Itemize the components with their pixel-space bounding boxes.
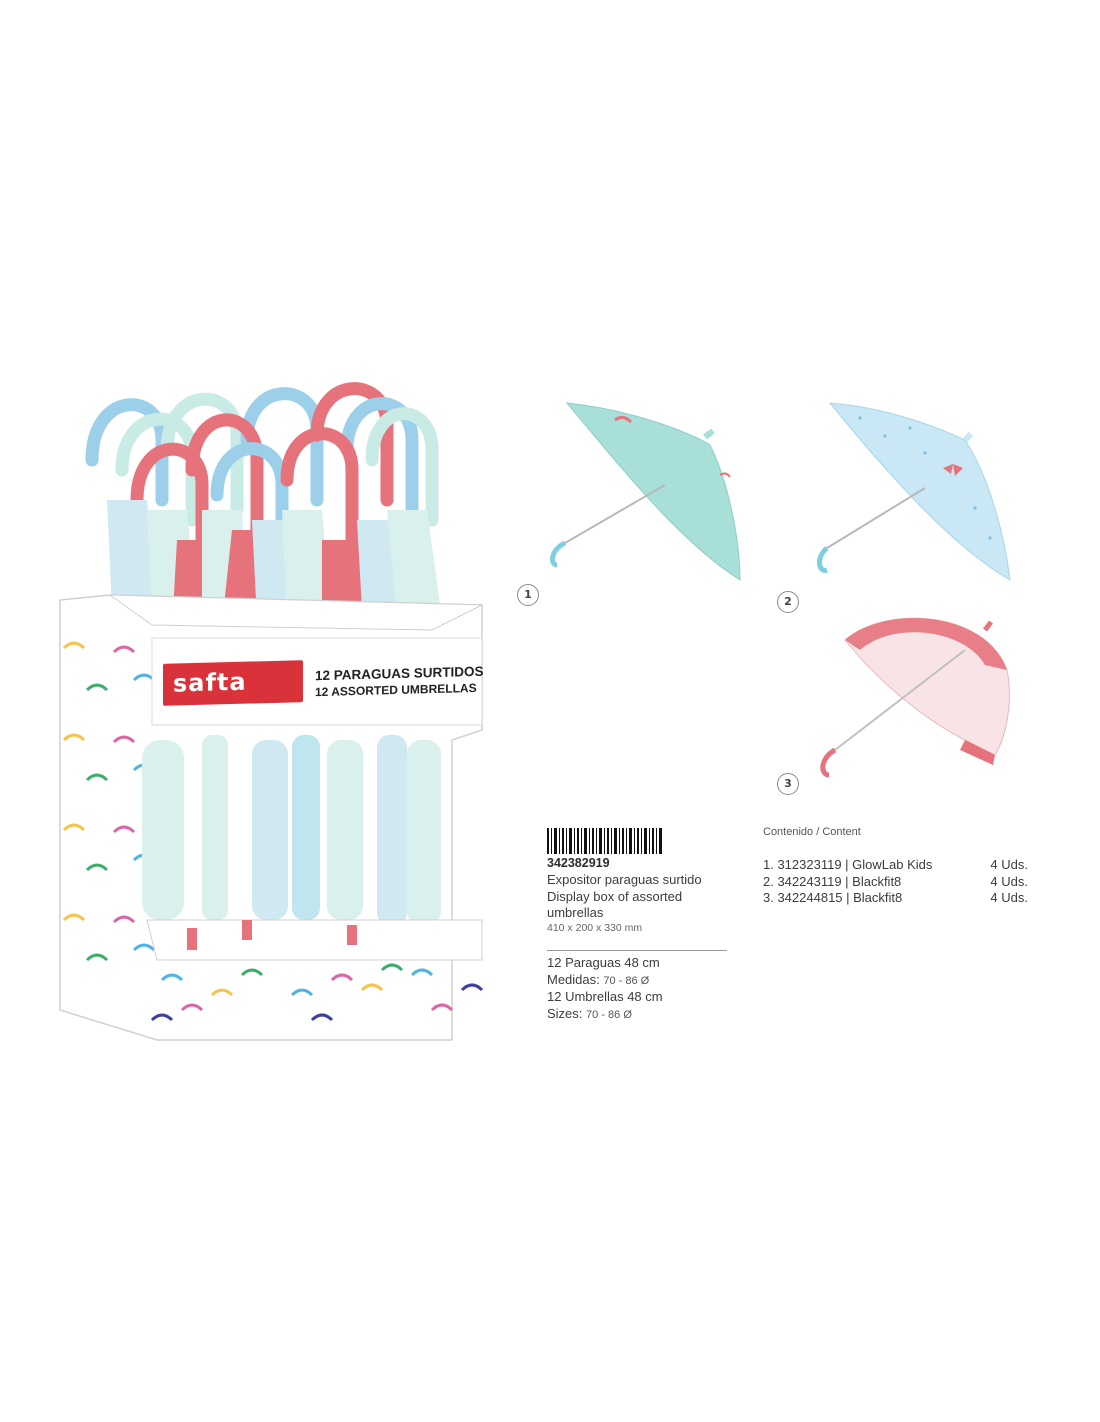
umbrella-variant-1 [545,395,750,595]
content-item: 3. 342244815 | Blackfit8 4 Uds. [763,890,1028,906]
content-item-label: 1. 312323119 | GlowLab Kids [763,857,933,872]
spec-en-sizes: Sizes: 70 - 86 Ø [547,1006,663,1024]
variant-number-1: 1 [517,584,539,606]
spec-en-sizes-value: 70 - 86 Ø [586,1009,632,1022]
content-item-qty: 4 Uds. [990,890,1028,905]
spec-es-sizes-value: 70 - 86 Ø [603,974,650,987]
safta-logo: safta [163,660,303,706]
content-item-qty: 4 Uds. [990,874,1028,889]
variant-number-2: 2 [777,591,799,613]
spec-es-count: 12 Paraguas 48 cm [547,955,660,970]
content-title: Contenido / Content [763,826,861,838]
umbrella-display-box [52,380,500,1050]
divider [547,950,727,951]
umbrella-variant-2 [815,398,1015,583]
brand-name: safta [173,667,247,698]
product-dimensions: 410 x 200 x 330 mm [547,922,643,934]
variant-number-3: 3 [777,773,799,795]
product-specs: 12 Paraguas 48 cm Medidas: 70 - 86 Ø 12 … [547,955,663,1024]
content-item: 1. 312323119 | GlowLab Kids 4 Uds. [763,857,1028,873]
description-en-line2: umbrellas [547,905,604,920]
spec-en-sizes-label: Sizes: [547,1006,583,1022]
spec-es-sizes: Medidas: 70 - 86 Ø [547,972,663,990]
content-item: 2. 342243119 | Blackfit8 4 Uds. [763,874,1028,890]
description-en-line1: Display box of assorted [547,888,683,904]
content-item-label: 2. 342243119 | Blackfit8 [763,874,902,889]
product-description: Expositor paraguas surtido Display box o… [547,872,727,922]
product-code: 342382919 [547,856,610,870]
umbrella-variant-3 [815,610,1015,785]
content-item-qty: 4 Uds. [990,857,1028,872]
spec-en-count: 12 Umbrellas 48 cm [547,989,663,1005]
barcode-image [547,828,663,854]
spec-es-sizes-label: Medidas: [547,971,600,987]
description-es: Expositor paraguas surtido [547,872,702,887]
content-item-label: 3. 342244815 | Blackfit8 [763,890,903,905]
